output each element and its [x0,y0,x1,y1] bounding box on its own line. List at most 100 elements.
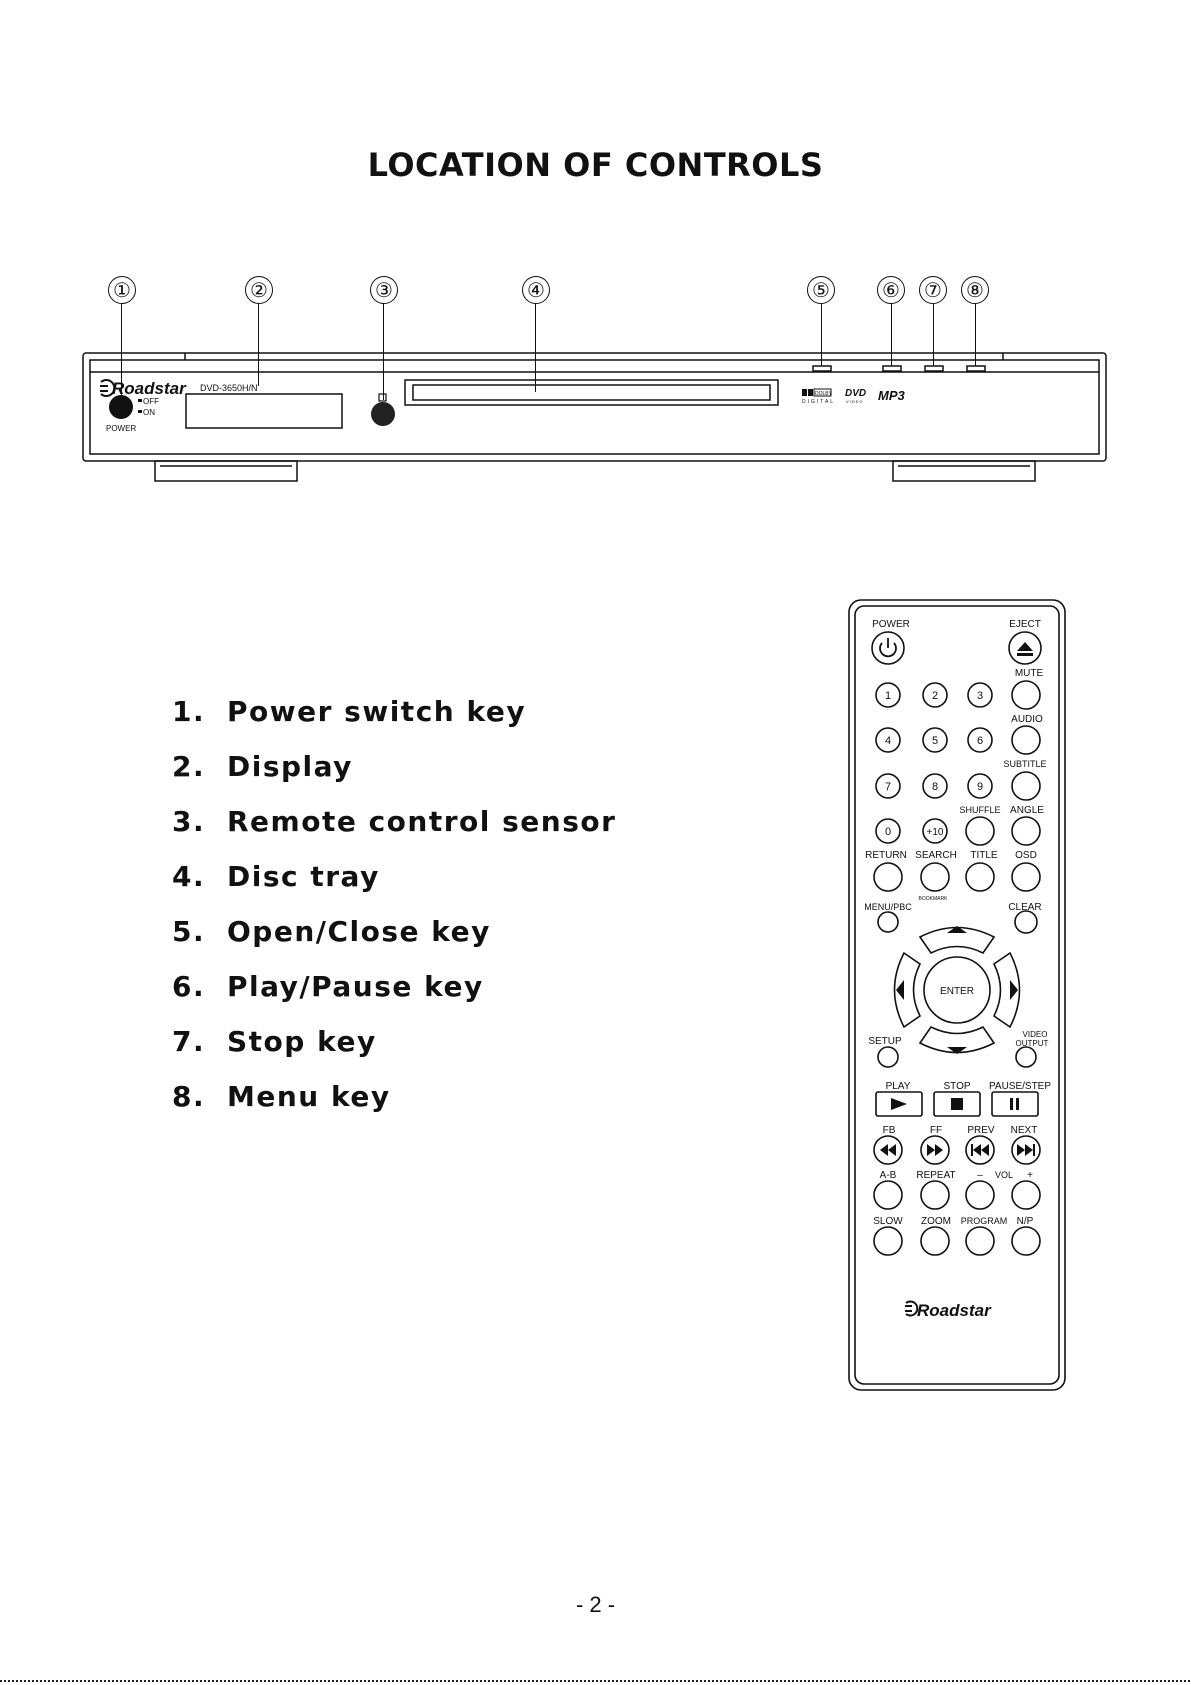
remote-prev-button [965,1135,995,1165]
power-label: POWER [106,424,136,433]
list-item: 5.Open/Close key [172,915,491,948]
remote-down-arrow-icon [947,1047,967,1054]
remote-slow-label: SLOW [873,1216,903,1227]
remote-audio-button [1011,725,1041,755]
remote-video-label: VIDEO [1023,1030,1048,1039]
remote-digit-3-button [967,682,993,708]
remote-power-icon [879,638,897,658]
svg-text:DIGITAL: DIGITAL [802,399,835,405]
remote-ab-button [873,1180,903,1210]
remote-clear-button [1014,910,1038,934]
remote-search-button [920,862,950,892]
foot-left [154,460,298,482]
remote-digit-plus10-button [922,818,948,844]
remote-previous-icon [971,1144,989,1156]
remote-left-arrow-icon [896,980,904,1000]
remote-digit-7-button [875,773,901,799]
remote-digit-plus10-label: +10 [927,827,944,838]
bottom-rule [0,1680,1191,1682]
remote-angle-button [1011,816,1041,846]
remote-eject-icon [1017,642,1033,656]
remote-bookmark-label: BOOKMARK [919,896,949,902]
remote-digit-5-label: 5 [932,735,938,747]
remote-left-button [893,951,922,1029]
remote-title-button [965,862,995,892]
remote-digit-7-label: 7 [885,781,891,793]
remote-subtitle-button [1011,771,1041,801]
remote-next-label: NEXT [1011,1125,1038,1136]
marker-4: ④ [522,276,550,304]
leader-line-5 [821,304,822,366]
svg-text:DVD: DVD [845,388,866,399]
page-number: - 2 - [575,1592,616,1617]
remote-stop-label: STOP [943,1081,970,1092]
remote-zoom-label: ZOOM [921,1216,951,1227]
remote-play-label: PLAY [886,1081,911,1092]
on-dot [138,410,142,413]
remote-next-button [1011,1135,1041,1165]
remote-menu-pbc-label: MENU/PBC [864,902,912,912]
player-brand: Roadstar [112,379,187,398]
off-dot [138,399,142,402]
list-item: 3.Remote control sensor [172,805,617,838]
disc-tray-inner [412,384,771,401]
remote-roadstar-logo-icon [905,1300,919,1317]
remote-play-icon [891,1098,907,1110]
remote-next-icon [1017,1144,1035,1156]
remote-digit-0-button [875,818,901,844]
marker-5: ⑤ [807,276,835,304]
display-window [185,393,343,429]
remote-output-label: OUTPUT [1016,1039,1049,1048]
leader-line-4 [535,304,536,392]
remote-program-label: PROGRAM [961,1216,1008,1226]
remote-vol-minus-label: – [977,1170,983,1181]
remote-search-label: SEARCH [915,850,957,861]
remote-vol-plus-button [1011,1180,1041,1210]
stop-key [924,365,944,372]
remote-digit-9-label: 9 [977,781,983,793]
remote-down-button [918,1025,996,1054]
remote-digit-4-button [875,727,901,753]
remote-brand: Roadstar [917,1301,992,1320]
remote-return-label: RETURN [865,850,907,861]
remote-pause-step-button [991,1091,1039,1117]
remote-up-button [918,926,996,955]
remote-slow-button [873,1226,903,1256]
remote-audio-label: AUDIO [1011,714,1043,725]
remote-title-label: TITLE [970,850,998,861]
remote-eject-button [1008,631,1042,665]
remote-power-label: POWER [872,619,910,630]
remote-shuffle-label: SHUFFLE [959,805,1000,815]
remote-digit-9-button [967,773,993,799]
remote-digit-2-label: 2 [932,690,938,702]
page-title: LOCATION OF CONTROLS [367,146,824,184]
remote-enter-label: ENTER [940,986,974,997]
remote-digit-3-label: 3 [977,690,983,702]
remote-ff-button [920,1135,950,1165]
list-item: 2.Display [172,750,353,783]
remote-return-button [873,862,903,892]
dolby-logo-icon: DOLBY DIGITAL [802,388,835,405]
list-item: 7.Stop key [172,1025,377,1058]
leader-line-3 [383,304,384,400]
remote-subtitle-label: SUBTITLE [1003,759,1046,769]
remote-osd-label: OSD [1015,850,1037,861]
remote-video-output-button [1015,1046,1037,1068]
remote-power-button [871,631,905,665]
remote-pause-icon [1010,1098,1019,1110]
remote-digit-6-button [967,727,993,753]
foot-right [892,460,1036,482]
svg-text:DOLBY: DOLBY [815,391,833,397]
marker-1: ① [108,276,136,304]
controls-legend: 1.Power switch key 2.Display 3.Remote co… [172,695,616,1135]
remote-vol-minus-button [965,1180,995,1210]
player-model: DVD-3650H/N [200,383,258,393]
remote-repeat-label: REPEAT [916,1170,955,1181]
remote-inner-edge [854,605,1060,1385]
remote-program-button [965,1226,995,1256]
marker-3: ③ [370,276,398,304]
leader-line-1 [121,304,122,404]
remote-vol-plus-label: + [1027,1170,1033,1181]
remote-vol-label: VOL [995,1170,1013,1180]
remote-digit-2-button [922,682,948,708]
